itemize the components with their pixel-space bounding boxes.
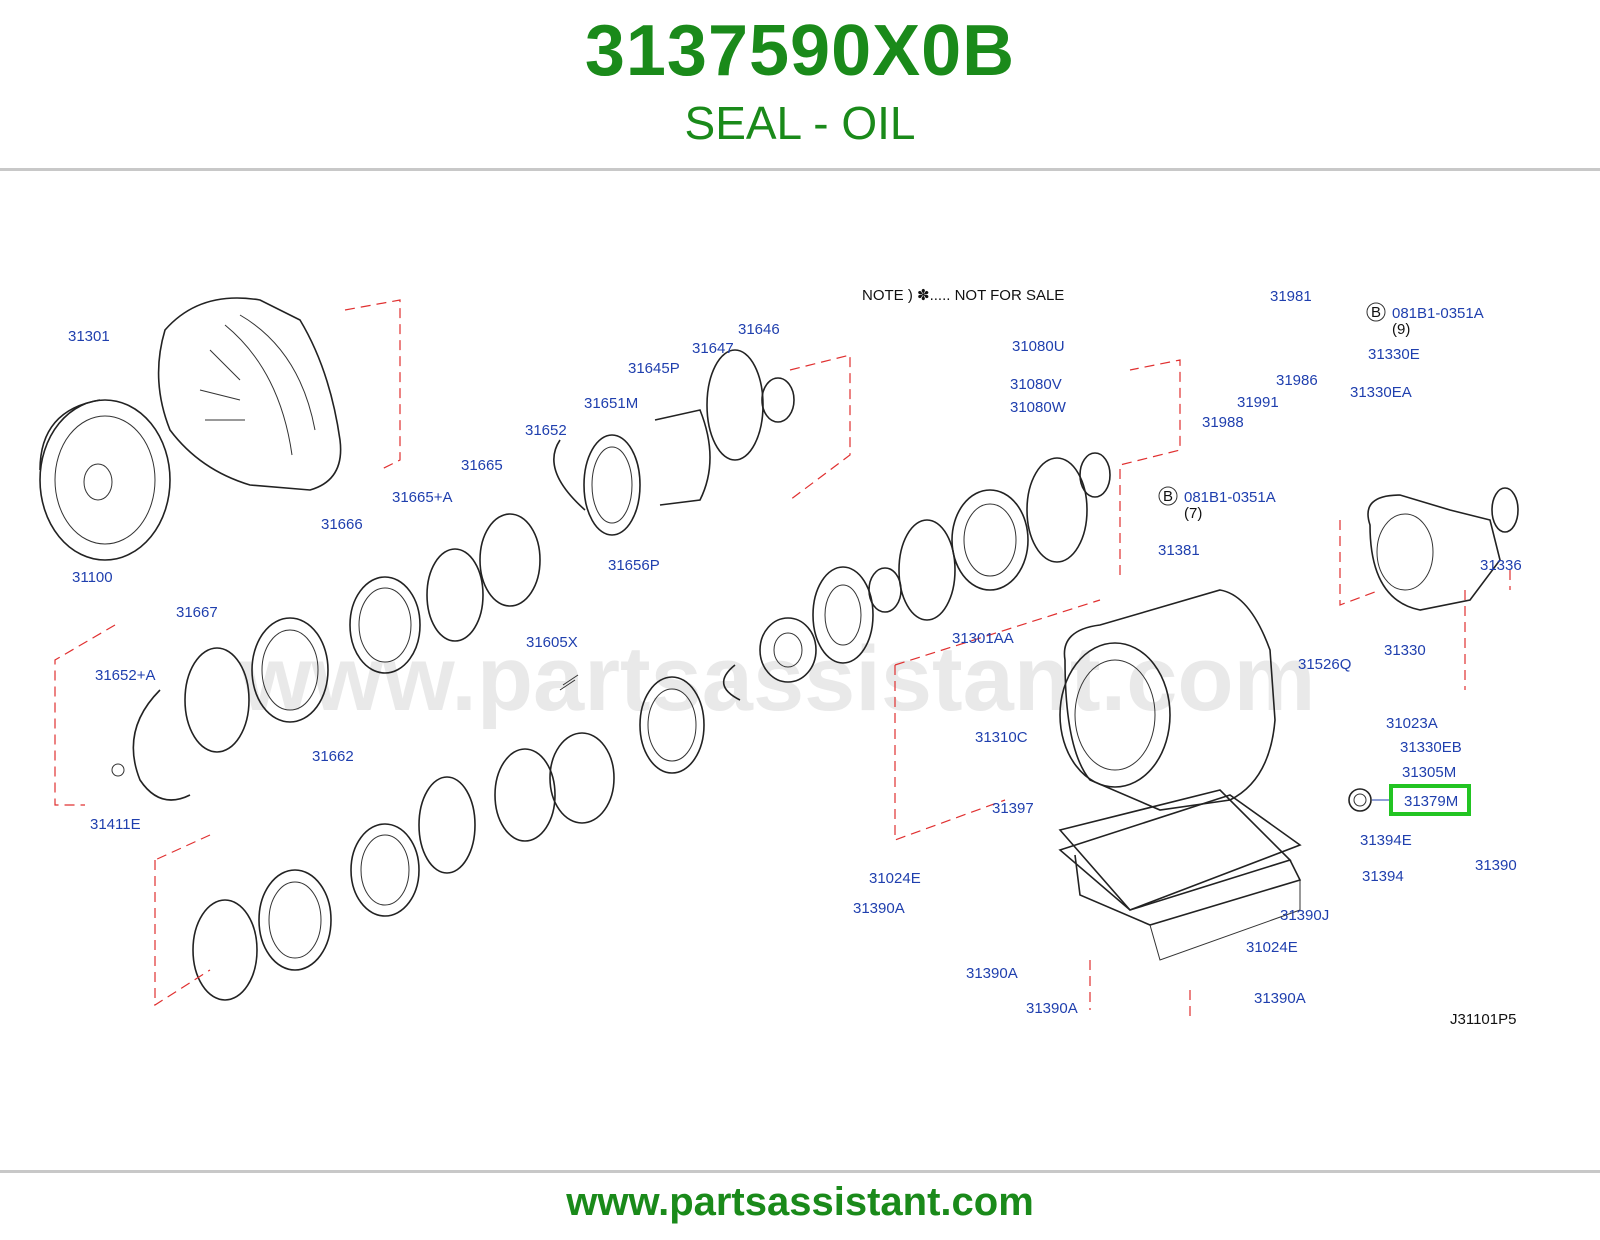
callout-b-top-qty: (9) <box>1392 321 1410 338</box>
part-label-31981[interactable]: 31981 <box>1270 288 1312 305</box>
callout-b-top-part: 081B1-0351A <box>1392 305 1484 322</box>
part-label-31381[interactable]: 31381 <box>1158 542 1200 559</box>
part-label-31390[interactable]: 31390 <box>1475 857 1517 874</box>
part-label-31390a[interactable]: 31390A <box>966 965 1018 982</box>
part-label-31330eb[interactable]: 31330EB <box>1400 739 1462 756</box>
callout-b-mid-part: 081B1-0351A <box>1184 489 1276 506</box>
callout-b-mid: B 081B1-0351A (7) <box>1158 486 1276 522</box>
part-label-31080v[interactable]: 31080V <box>1010 376 1062 393</box>
part-label-31667[interactable]: 31667 <box>176 604 218 621</box>
part-label-31080w[interactable]: 31080W <box>1010 399 1067 416</box>
part-label-31330ea[interactable]: 31330EA <box>1350 384 1412 401</box>
part-label-31651m[interactable]: 31651M <box>584 395 638 412</box>
diagram-code: J31101P5 <box>1450 1011 1516 1028</box>
callout-b-letter-2: B <box>1163 488 1173 505</box>
part-label-31665[interactable]: 31665 <box>461 457 503 474</box>
torque-converter-drawing <box>39 399 171 561</box>
highlighted-part-oil-seal[interactable] <box>1348 784 1471 816</box>
converter-housing-drawing <box>157 297 401 491</box>
part-label-31330e[interactable]: 31330E <box>1368 346 1420 363</box>
part-label-31390j[interactable]: 31390J <box>1280 907 1329 924</box>
part-label-31665-a[interactable]: 31665+A <box>392 489 452 506</box>
note-text: NOTE ) ✽..... NOT FOR SALE <box>862 287 1064 304</box>
part-label-31394[interactable]: 31394 <box>1362 868 1404 885</box>
callout-b-mid-qty: (7) <box>1184 505 1202 522</box>
part-label-31605x[interactable]: 31605X <box>526 634 578 651</box>
part-label-31986[interactable]: 31986 <box>1276 372 1318 389</box>
part-label-31305m[interactable]: 31305M <box>1402 764 1456 781</box>
part-label-31301aa[interactable]: 31301AA <box>952 630 1014 647</box>
part-label-31301[interactable]: 31301 <box>68 328 110 345</box>
part-number-title: 3137590X0B <box>584 11 1016 91</box>
header: 3137590X0B SEAL - OIL <box>0 0 1600 168</box>
footer-url[interactable]: www.partsassistant.com <box>566 1180 1034 1224</box>
footer-divider <box>0 1170 1600 1173</box>
part-label-31024e[interactable]: 31024E <box>869 870 921 887</box>
part-label-31647[interactable]: 31647 <box>692 340 734 357</box>
part-label-31310c[interactable]: 31310C <box>975 729 1028 746</box>
part-label-31656p[interactable]: 31656P <box>608 557 660 574</box>
part-label-31991[interactable]: 31991 <box>1237 394 1279 411</box>
part-label-31330[interactable]: 31330 <box>1384 642 1426 659</box>
part-label-31662[interactable]: 31662 <box>312 748 354 765</box>
part-label-31988[interactable]: 31988 <box>1202 414 1244 431</box>
part-label-31390a[interactable]: 31390A <box>853 900 905 917</box>
callout-b-top: B 081B1-0351A (9) <box>1366 302 1484 338</box>
part-label-31100[interactable]: 31100 <box>72 569 113 586</box>
part-label-31652[interactable]: 31652 <box>525 422 567 439</box>
extension-housing-drawing <box>1339 487 1519 690</box>
parts-diagram: www.partsassistant.com NOTE ) ✽..... NOT… <box>39 287 1522 1028</box>
callout-b-letter: B <box>1371 304 1381 321</box>
clutch-pack-upper <box>54 439 586 806</box>
transmission-case-drawing <box>894 359 1302 961</box>
header-divider <box>0 168 1600 171</box>
part-label-31652-a[interactable]: 31652+A <box>95 667 155 684</box>
clutch-pack-lower <box>154 676 705 1007</box>
center-assembly-drawing <box>559 349 1111 701</box>
part-label-31379m[interactable]: 31379M <box>1404 793 1458 810</box>
part-label-31666[interactable]: 31666 <box>321 516 363 533</box>
part-label-31397[interactable]: 31397 <box>992 800 1034 817</box>
part-label-31645p[interactable]: 31645P <box>628 360 680 377</box>
oil-pan-drawing <box>1058 794 1302 1020</box>
part-label-31526q[interactable]: 31526Q <box>1298 656 1351 673</box>
part-label-31080u[interactable]: 31080U <box>1012 338 1065 355</box>
part-label-31394e[interactable]: 31394E <box>1360 832 1412 849</box>
part-label-31023a[interactable]: 31023A <box>1386 715 1438 732</box>
highlight-box <box>1389 784 1471 816</box>
part-name-subtitle: SEAL - OIL <box>684 97 916 149</box>
part-label-31411e[interactable]: 31411E <box>90 816 141 833</box>
part-label-31336[interactable]: 31336 <box>1480 557 1522 574</box>
part-label-31390a[interactable]: 31390A <box>1254 990 1306 1007</box>
part-label-31390a[interactable]: 31390A <box>1026 1000 1078 1017</box>
part-label-31646[interactable]: 31646 <box>738 321 780 338</box>
part-label-31024e[interactable]: 31024E <box>1246 939 1298 956</box>
